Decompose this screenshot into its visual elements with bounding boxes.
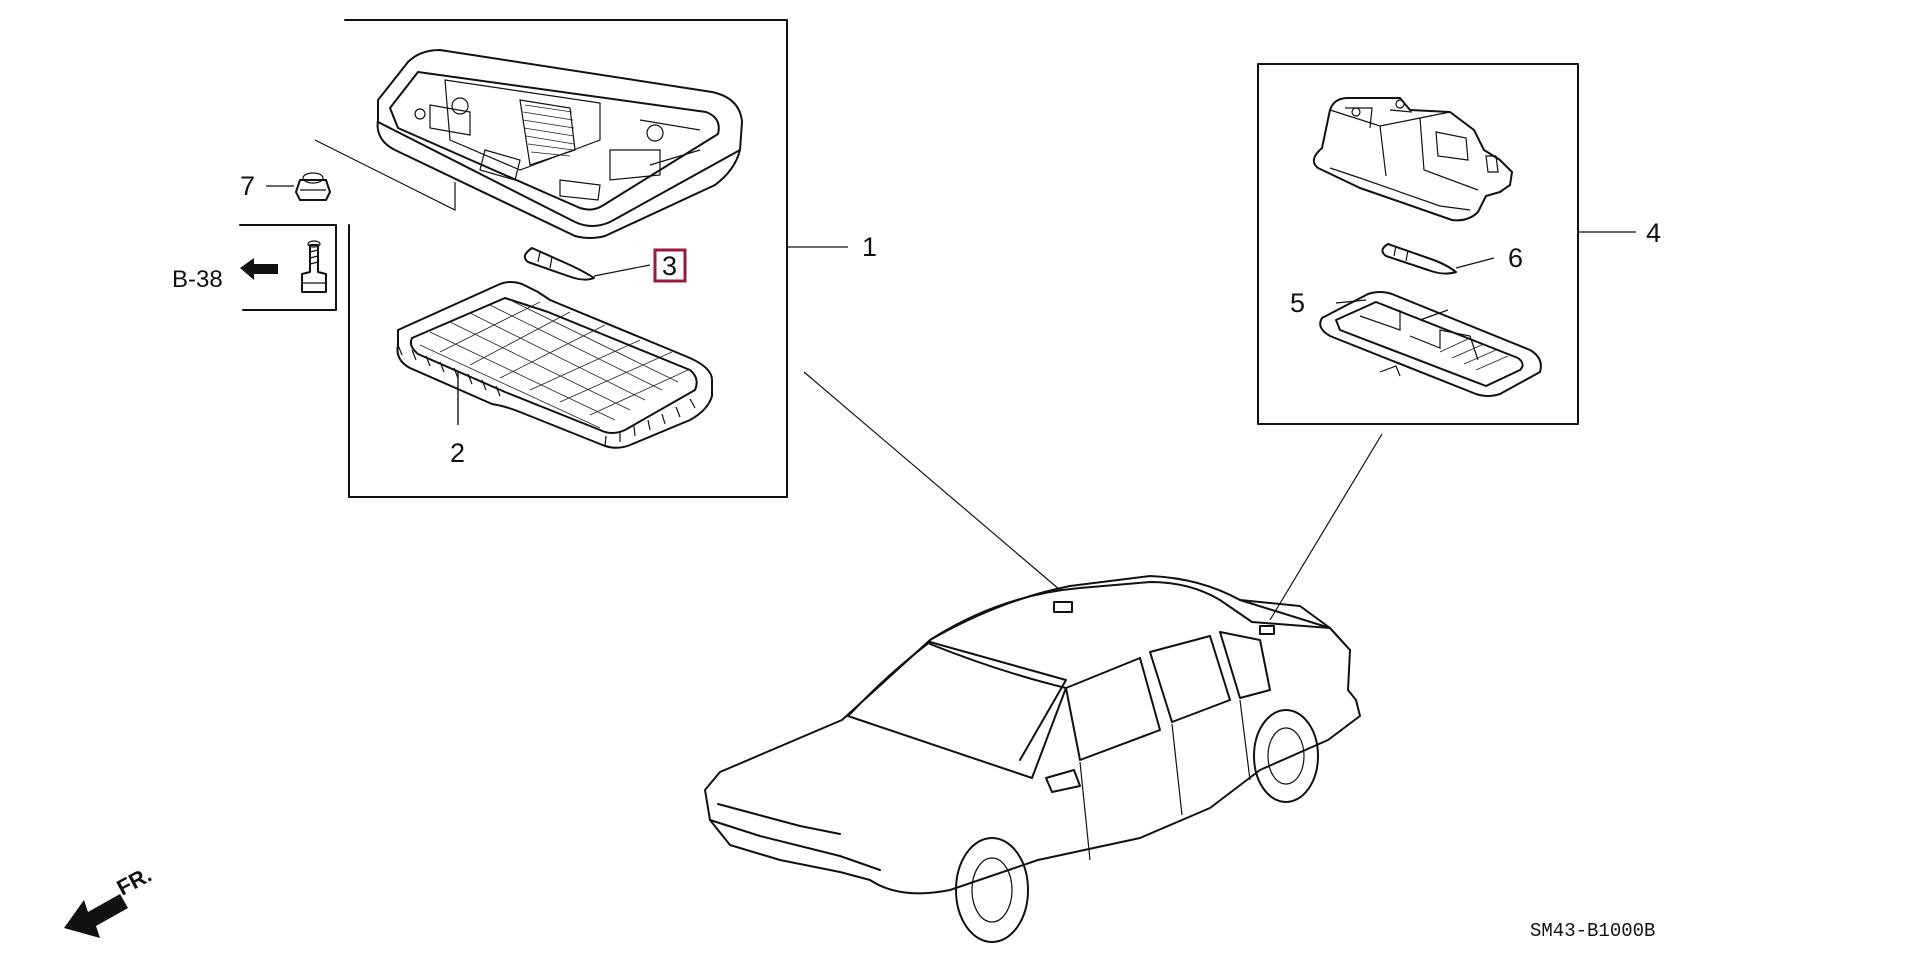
rear-roof-light-marker <box>1259 625 1275 635</box>
callout-2: 2 <box>450 438 465 468</box>
leader-housing-fastener <box>314 139 456 211</box>
callout-5: 5 <box>1290 288 1305 318</box>
bulb-3 <box>523 247 651 281</box>
front-direction-arrow-icon <box>64 894 128 938</box>
front-room-light-group <box>239 19 848 498</box>
ref-label-b38: B-38 <box>172 266 223 293</box>
callout-4: 4 <box>1646 218 1661 248</box>
ref-arrow-icon <box>240 258 278 280</box>
diagram-code: SM43-B1000B <box>1530 920 1655 942</box>
lens-2 <box>396 281 713 449</box>
bolt <box>301 240 327 293</box>
rear-lamp-body <box>1312 97 1513 222</box>
leader-rear-to-car <box>1269 433 1383 621</box>
callout-6: 6 <box>1508 243 1523 273</box>
rear-room-light-group <box>1257 63 1636 621</box>
callout-3: 3 <box>662 251 677 281</box>
front-roof-light-marker <box>1053 601 1073 613</box>
nut-7 <box>266 172 331 201</box>
callout-1: 1 <box>862 232 877 262</box>
highlight-box-part-3 <box>653 248 687 283</box>
car-illustration <box>704 575 1361 943</box>
lamp-housing <box>376 49 743 239</box>
group-frame-1 <box>344 19 788 498</box>
group-frame-4 <box>1257 63 1579 425</box>
fastener-bracket <box>239 224 337 311</box>
leader-front-to-car <box>803 371 1061 591</box>
lens-5 <box>1319 291 1542 397</box>
bulb-6 <box>1381 243 1495 275</box>
callout-7: 7 <box>240 171 255 201</box>
